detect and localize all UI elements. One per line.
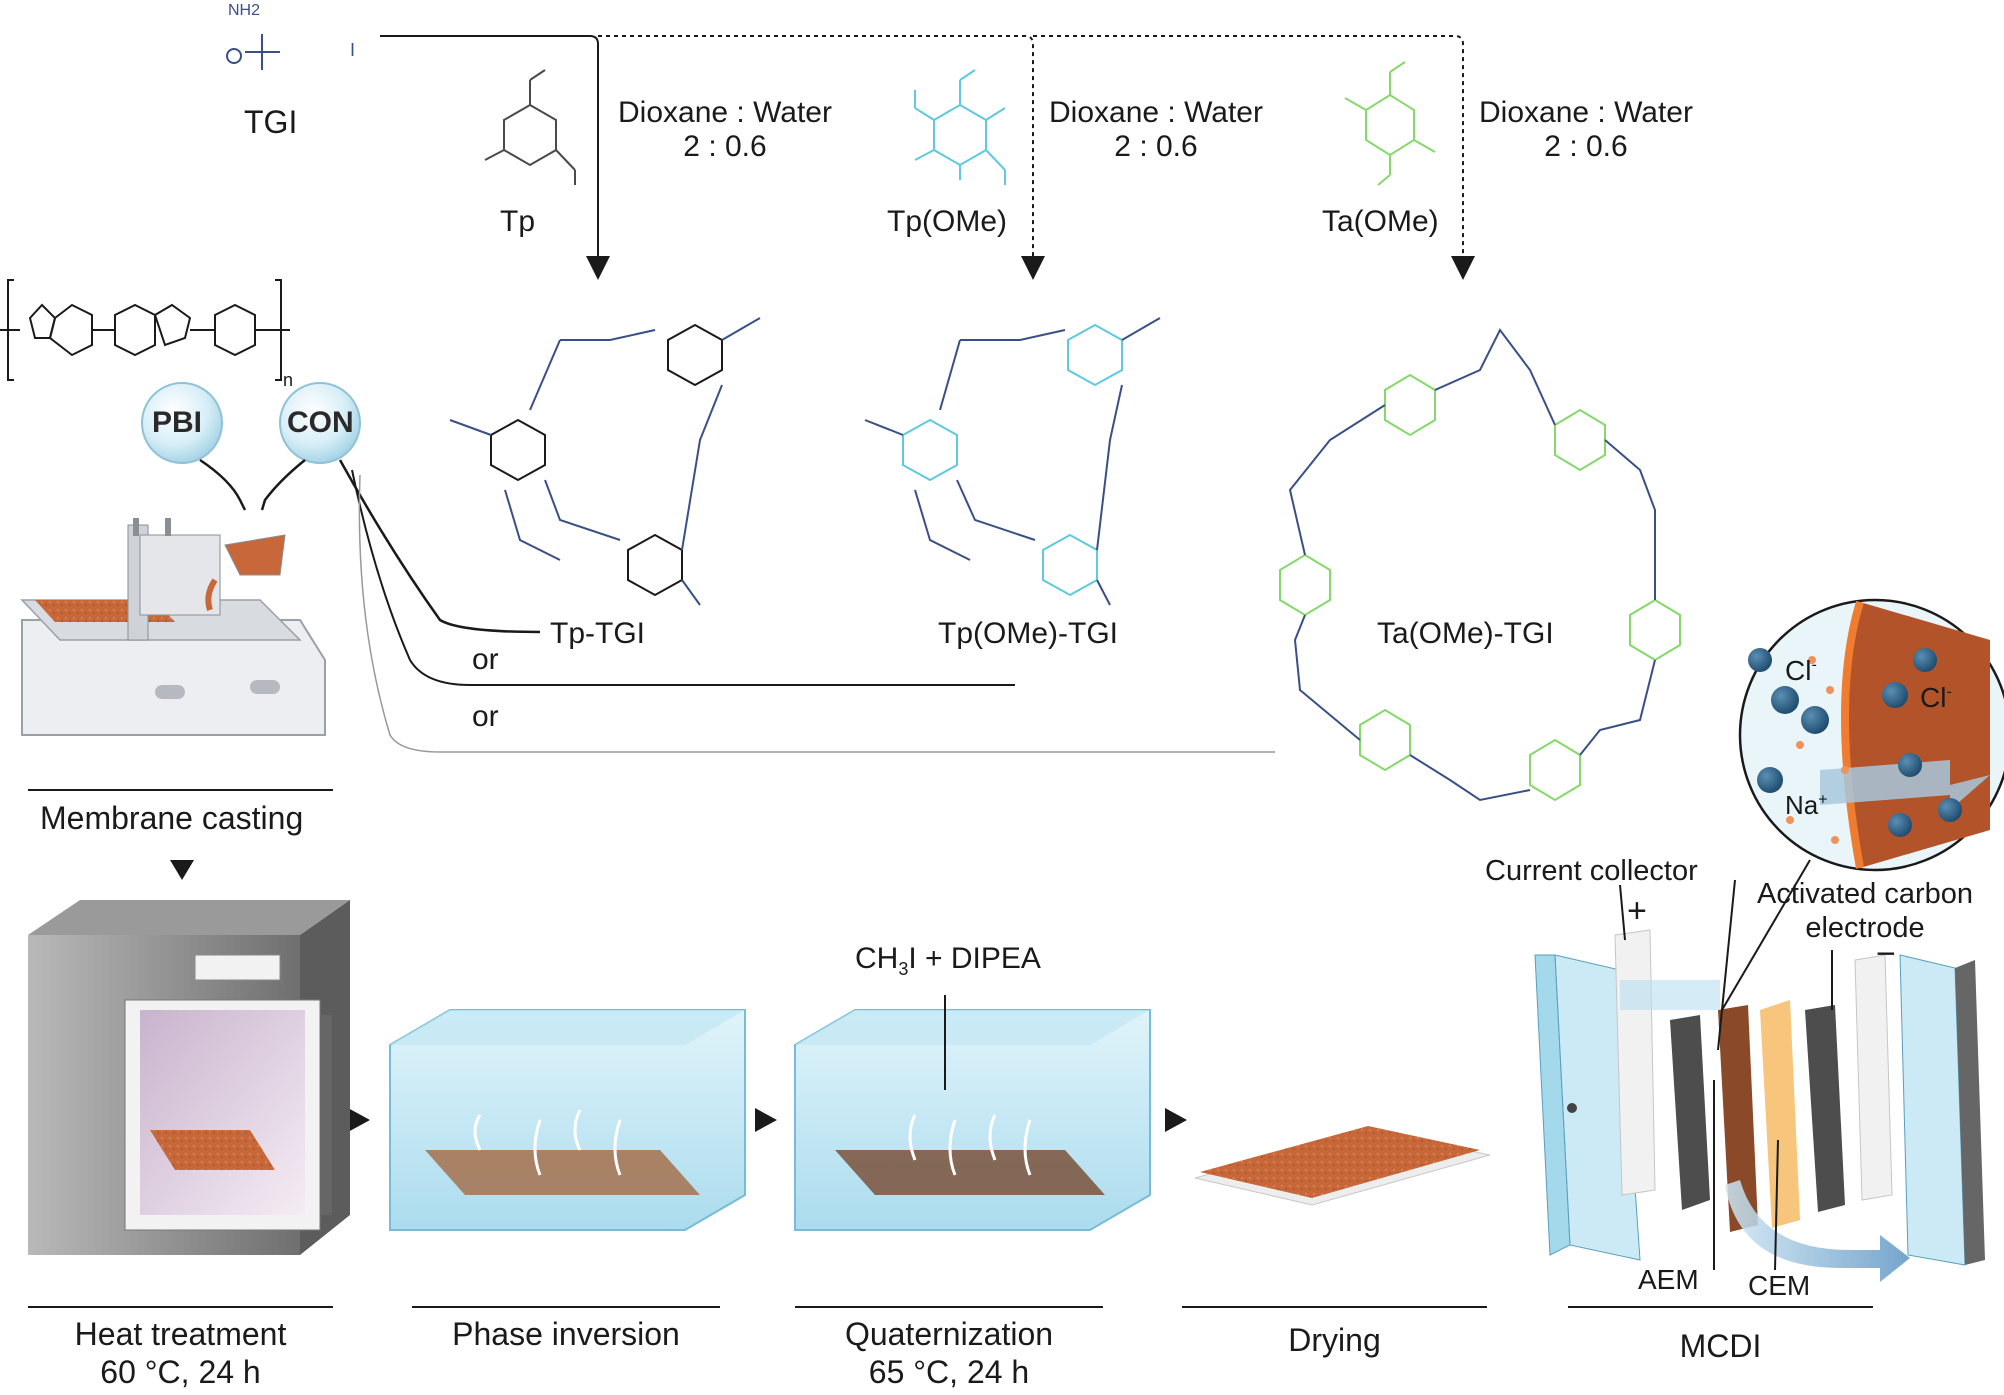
mcdi-activated-carbon-2: electrode	[1805, 912, 1925, 944]
atom-nh: NH	[228, 2, 252, 19]
quaternization-reagent: CH3I + DIPEA	[855, 942, 1041, 980]
step-drying: Drying	[1288, 1322, 1381, 1358]
pbi-polymer-structure	[0, 279, 290, 381]
tp-tgi-framework	[449, 317, 761, 606]
dried-membrane	[1194, 1126, 1491, 1206]
phase-inversion-tank	[389, 1009, 746, 1231]
step-phase-inversion: Phase inversion	[452, 1316, 680, 1352]
ion-zoom-circle	[1721, 598, 2004, 1011]
mcdi-cem-label: CEM	[1748, 1270, 1811, 1301]
tp-label: Tp	[500, 205, 536, 238]
mcdi-aem-label: AEM	[1638, 1264, 1699, 1295]
tp-ome-molecule	[914, 69, 1006, 185]
oven	[28, 900, 350, 1255]
tp-ome-label: Tp(OMe)	[887, 205, 1007, 238]
product-ta-ome-tgi: Ta(OMe)-TGI	[1377, 617, 1554, 650]
tgi-iodide: I	[350, 40, 356, 60]
or-label-1: or	[472, 643, 499, 676]
step-quaternization-detail: 65 °C, 24 h	[868, 1354, 1030, 1390]
step-dividers	[28, 789, 1873, 1308]
casting-machine	[20, 518, 326, 736]
mcdi-current-collector: Current collector	[1485, 855, 1698, 887]
tp-molecule	[484, 69, 576, 185]
cl-text: Cl	[1785, 655, 1812, 686]
quaternization-tank	[794, 995, 1151, 1231]
mcdi-minus-terminal: −	[1876, 935, 1896, 973]
condition-1-solvent: Dioxane : Water	[618, 96, 832, 129]
condition-3-ratio: 2 : 0.6	[1544, 130, 1628, 163]
ion-na: Na+	[1785, 790, 1828, 821]
step-heat-treatment: Heat treatment	[74, 1316, 287, 1352]
cl-charge-2: -	[1946, 683, 1952, 701]
pbi-repeat-subscript: n	[283, 370, 294, 390]
mcdi-activated-carbon-1: Activated carbon	[1756, 878, 1973, 910]
ta-ome-tgi-framework	[1279, 328, 1681, 802]
or-label-2: or	[472, 700, 499, 733]
casting-bubbles	[141, 382, 1275, 753]
atom-nh-sub: 2	[251, 2, 261, 19]
step-heat-treatment-detail: 60 °C, 24 h	[100, 1354, 261, 1390]
reagent-ch: CH	[855, 942, 899, 975]
pbi-bubble-label: PBI	[152, 406, 203, 439]
tgi-nh2-top: NH2	[228, 2, 260, 20]
condition-2-ratio: 2 : 0.6	[1114, 130, 1198, 163]
ta-ome-label: Ta(OMe)	[1322, 205, 1439, 238]
tgi-molecule	[226, 34, 280, 70]
ion-cl-right: Cl-	[1920, 682, 1952, 714]
cl-text-2: Cl	[1920, 682, 1947, 713]
reagent-feed-lines	[380, 35, 1475, 280]
mcdi-cell	[1534, 879, 1985, 1282]
con-bubble-label: CON	[287, 406, 354, 439]
ta-ome-molecule	[1344, 61, 1436, 186]
condition-2-solvent: Dioxane : Water	[1049, 96, 1263, 129]
tgi-label: TGI	[244, 104, 298, 140]
cl-charge: -	[1811, 656, 1817, 674]
ion-cl-left: Cl-	[1785, 655, 1817, 687]
product-tp-tgi: Tp-TGI	[550, 617, 645, 650]
na-text: Na	[1785, 790, 1819, 820]
reagent-sub: 3	[898, 959, 909, 979]
condition-3-solvent: Dioxane : Water	[1479, 96, 1693, 129]
step-quaternization: Quaternization	[844, 1316, 1054, 1352]
tp-ome-tgi-framework	[864, 317, 1161, 606]
mcdi-plus-terminal: +	[1627, 892, 1647, 930]
condition-1-ratio: 2 : 0.6	[683, 130, 767, 163]
step-mcdi: MCDI	[1679, 1328, 1762, 1364]
step-arrows	[170, 860, 1187, 1132]
na-charge: +	[1818, 791, 1828, 809]
reagent-rest: I + DIPEA	[908, 942, 1041, 975]
product-tp-ome-tgi: Tp(OMe)-TGI	[938, 617, 1118, 650]
step-membrane-casting: Membrane casting	[40, 800, 304, 836]
